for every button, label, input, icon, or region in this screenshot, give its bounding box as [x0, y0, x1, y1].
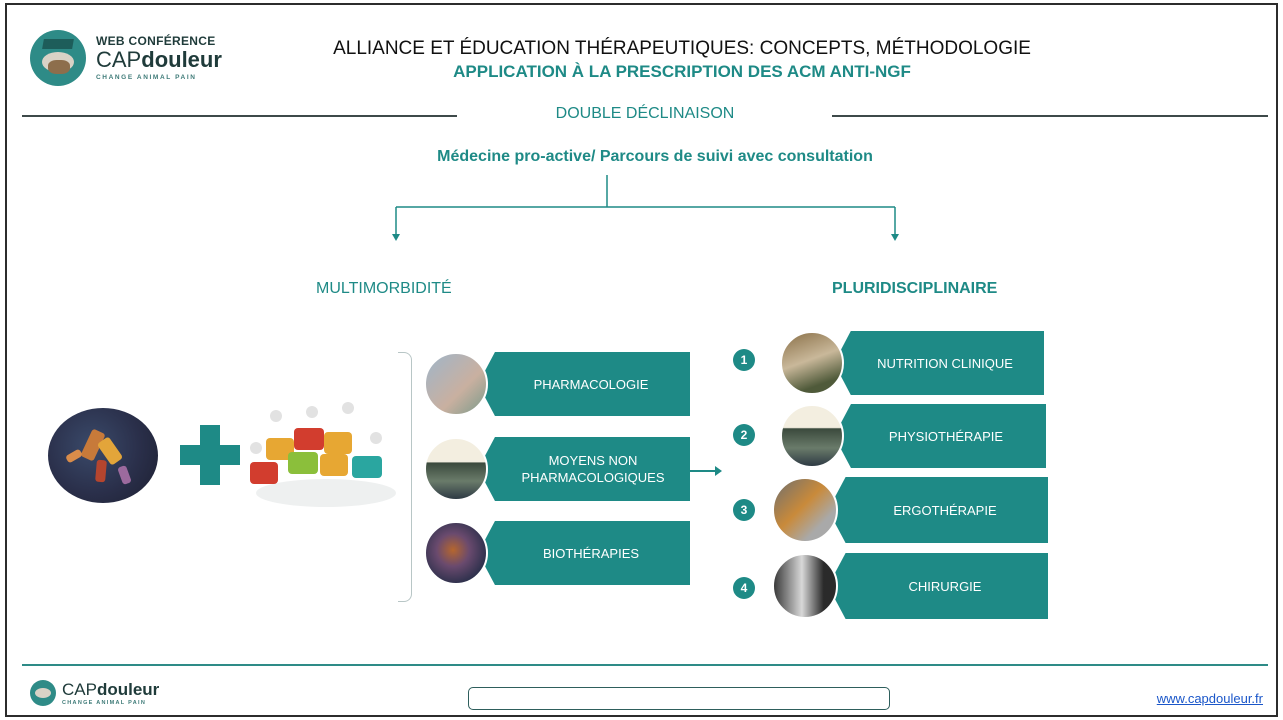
step-number-1: 1 [733, 349, 755, 371]
logo-badge-icon [30, 30, 86, 86]
section-title: DOUBLE DÉCLINAISON [555, 105, 735, 122]
card-ergotherapie: ERGOTHÉRAPIE [828, 477, 1048, 543]
card-moyens-non-pharmacologiques: MOYENS NON PHARMACOLOGIQUES [478, 437, 690, 501]
slide-subtitle: APPLICATION À LA PRESCRIPTION DES ACM AN… [453, 62, 911, 81]
chirurgie-xray-thumb [772, 553, 838, 619]
footer-empty-field [468, 687, 890, 710]
card-nutrition-clinique: NUTRITION CLINIQUE [834, 331, 1044, 395]
arrow-right [690, 466, 722, 476]
footer-brand: CAPdouleur [62, 680, 160, 699]
rehab-thumb [424, 437, 488, 501]
step-number-4: 4 [733, 577, 755, 599]
footer-tagline: CHANGE ANIMAL PAIN [62, 700, 147, 706]
footer-logo-icon [30, 680, 56, 706]
website-link[interactable]: www.capdouleur.fr [1156, 691, 1263, 706]
teamwork-puzzle-image [250, 402, 396, 507]
webconf-logo: WEB CONFÉRENCE CAPdouleur CHANGE ANIMAL … [30, 30, 230, 90]
ergotherapie-thumb [772, 477, 838, 543]
card-physiotherapie: PHYSIOTHÉRAPIE [834, 404, 1046, 468]
pharmacologie-thumb [424, 352, 488, 416]
heading-multimorbidite: MULTIMORBIDITÉ [316, 280, 452, 297]
nutrition-thumb [780, 331, 844, 395]
card-biotherapies: BIOTHÉRAPIES [478, 521, 690, 585]
logo-tagline: CHANGE ANIMAL PAIN [96, 74, 197, 81]
step-number-3: 3 [733, 499, 755, 521]
footer-divider [22, 664, 1268, 666]
antibody-image [48, 408, 158, 503]
card-chirurgie: CHIRURGIE [828, 553, 1048, 619]
physiotherapie-thumb [780, 404, 844, 468]
card-pharmacologie: PHARMACOLOGIE [478, 352, 690, 416]
footer-logo: CAPdouleur CHANGE ANIMAL PAIN [30, 678, 190, 710]
slide-frame [5, 3, 1278, 717]
heading-pluridisciplinaire: PLURIDISCIPLINAIRE [832, 280, 998, 297]
step-number-2: 2 [733, 424, 755, 446]
branch-connector [392, 175, 899, 241]
slide-title: ALLIANCE ET ÉDUCATION THÉRAPEUTIQUES: CO… [333, 38, 1031, 59]
logo-line1: WEB CONFÉRENCE [96, 34, 216, 48]
bracket [398, 352, 412, 602]
divider-right [832, 115, 1268, 117]
lead-text: Médecine pro-active/ Parcours de suivi a… [437, 148, 873, 165]
biotherapies-thumb [424, 521, 488, 585]
divider-left [22, 115, 457, 117]
logo-brand: CAPdouleur [96, 47, 222, 72]
